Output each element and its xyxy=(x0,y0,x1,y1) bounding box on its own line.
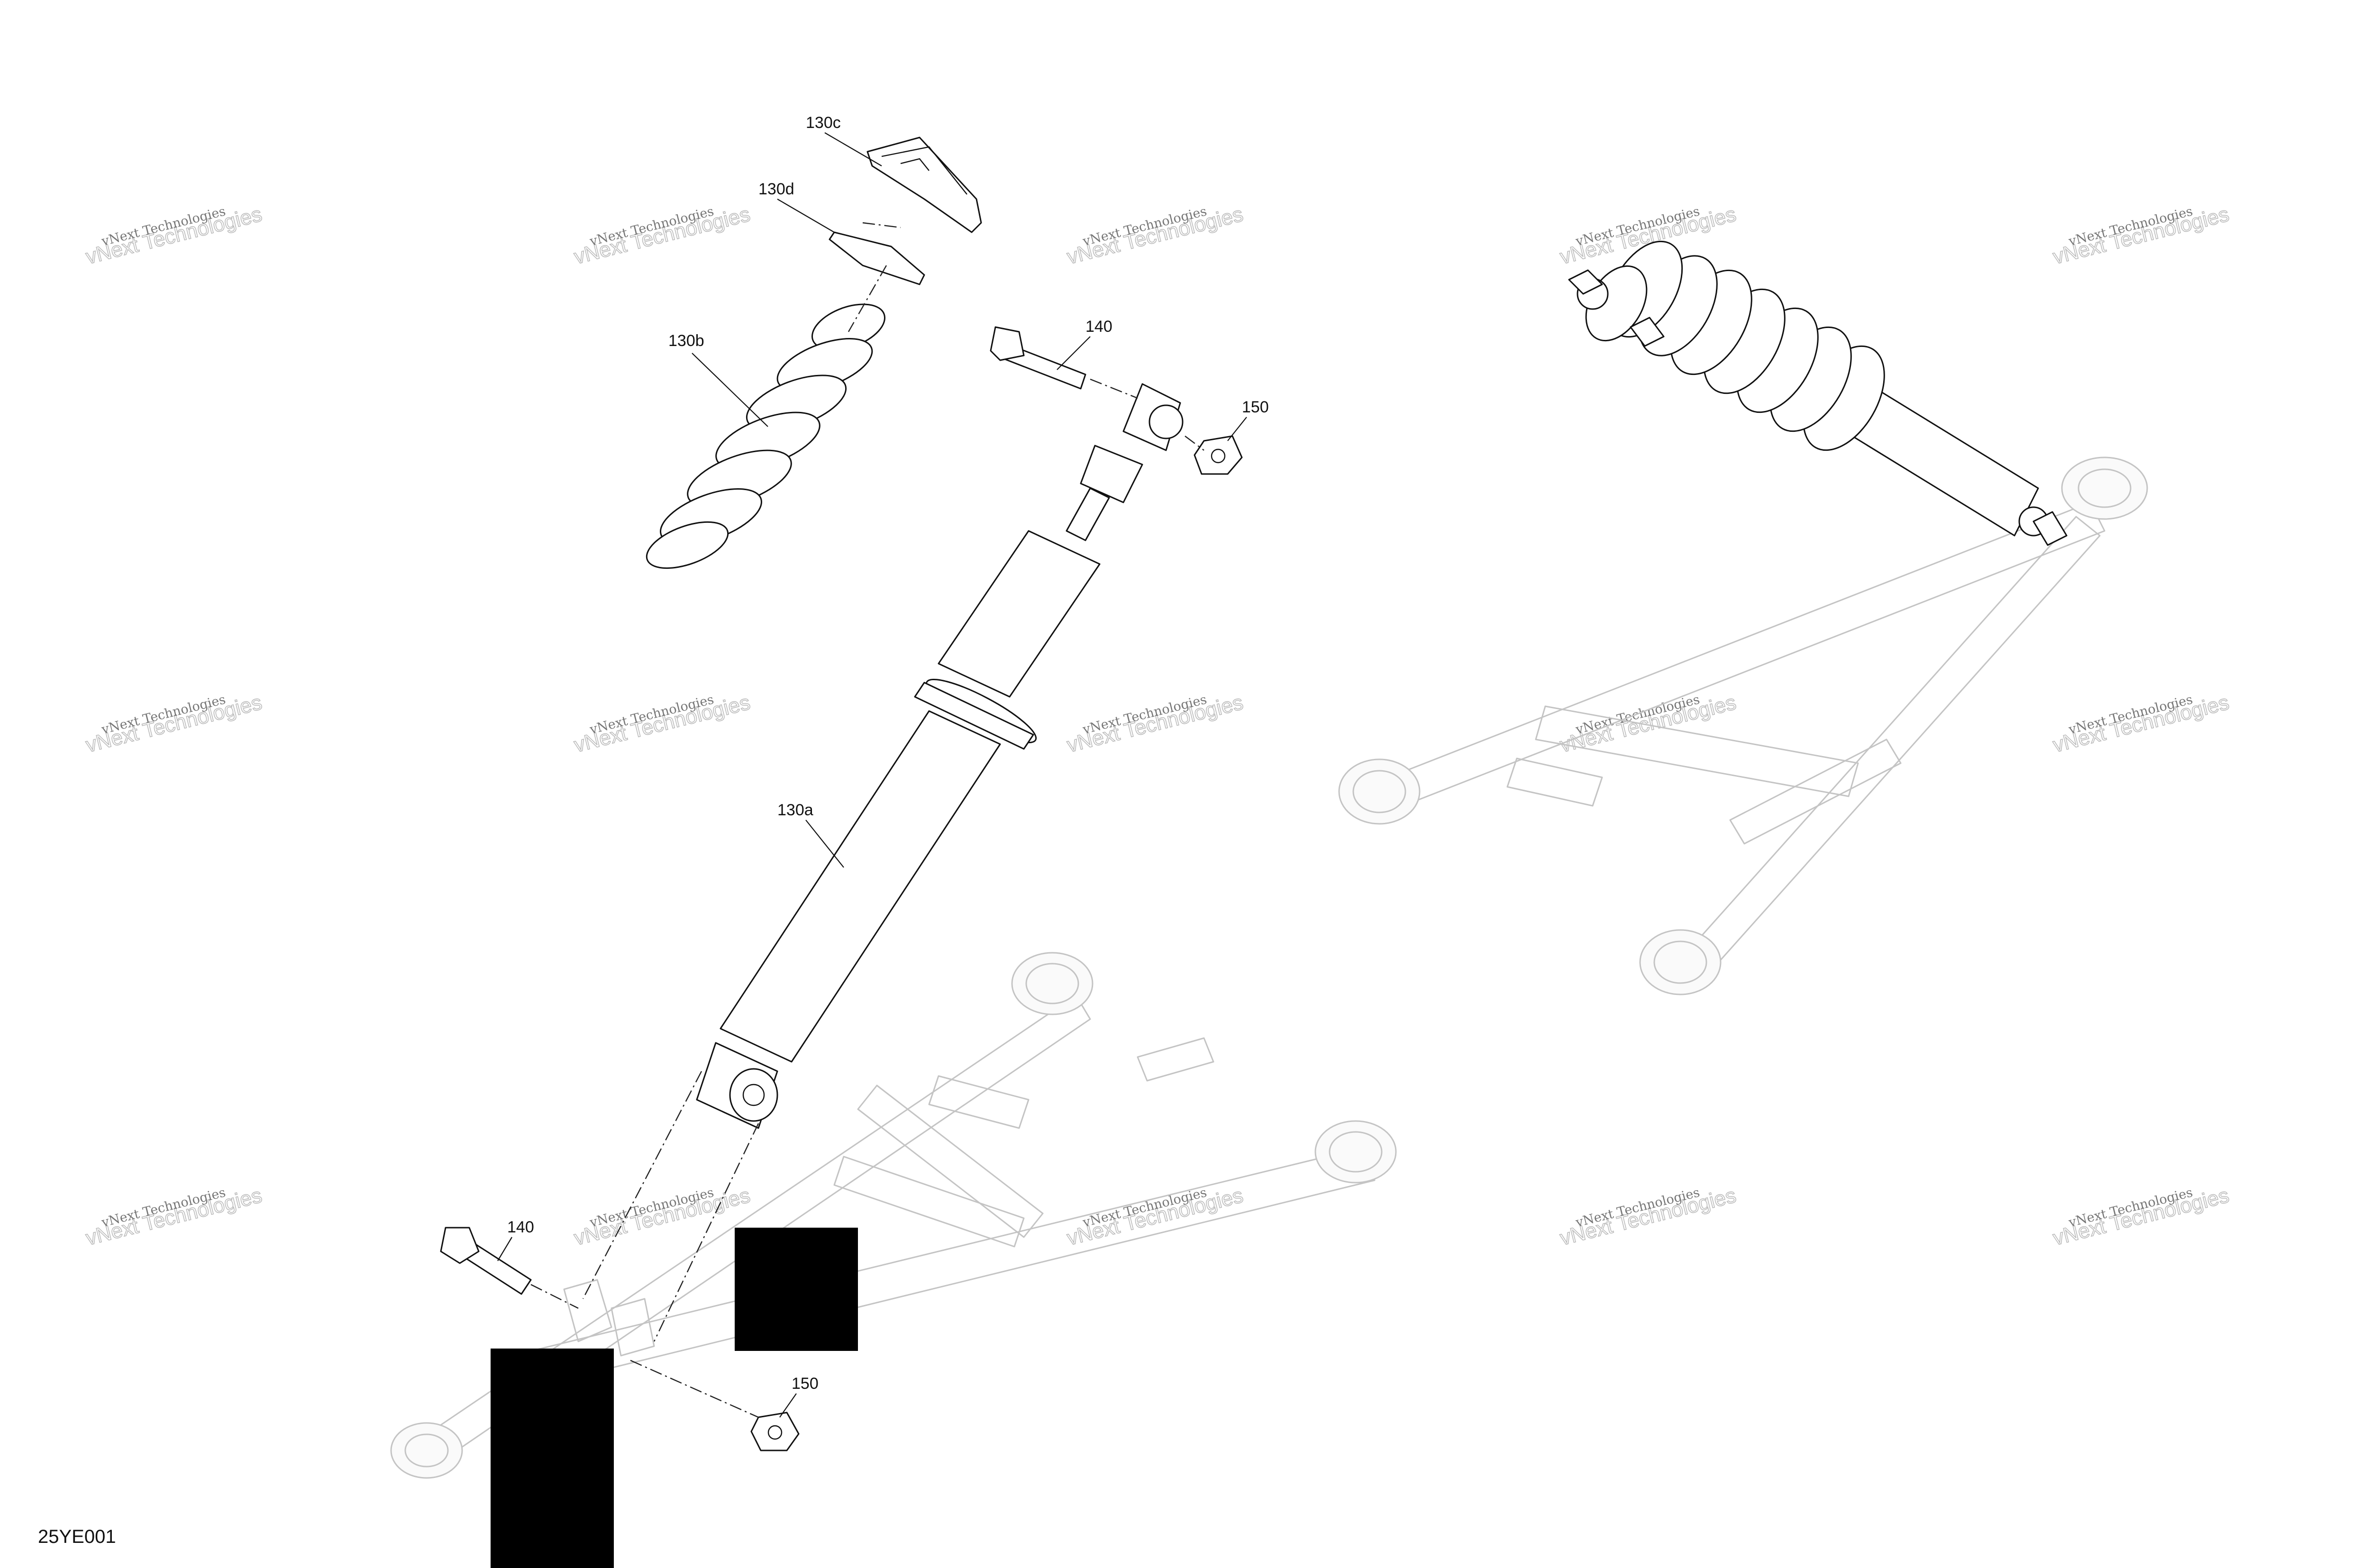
watermark: vNext Technologies vNext Technologies xyxy=(571,690,753,757)
redaction-block xyxy=(491,1349,614,1568)
watermark: vNext Technologies vNext Technologies xyxy=(1064,1183,1246,1250)
watermark: vNext Technologies vNext Technologies xyxy=(1557,690,1739,757)
watermark: vNext Technologies vNext Technologies xyxy=(2050,690,2232,757)
callout-140-bottom: 140 xyxy=(507,1218,534,1236)
callout-150-bottom: 150 xyxy=(792,1375,819,1393)
part-150-nut-top xyxy=(1194,435,1243,475)
redaction-block xyxy=(735,1228,858,1351)
a-arm-ghost-right xyxy=(1338,456,2148,995)
part-150-nut-bottom xyxy=(750,1412,800,1451)
watermark: vNext Technologies vNext Technologies xyxy=(83,1183,264,1250)
watermark: vNext Technologies vNext Technologies xyxy=(2050,202,2232,269)
watermark: vNext Technologies vNext Technologies xyxy=(1064,690,1246,757)
part-130a-shock-body xyxy=(696,487,1110,1129)
watermark: vNext Technologies vNext Technologies xyxy=(83,690,264,757)
part-130d-washer xyxy=(829,231,925,285)
callout-140-top: 140 xyxy=(1085,318,1112,336)
watermark: vNext Technologies vNext Technologies xyxy=(83,202,264,269)
callout-130d: 130d xyxy=(758,180,794,198)
watermark: vNext Technologies vNext Technologies xyxy=(571,202,753,269)
shock-upper-eye xyxy=(1080,383,1184,503)
part-130b-spring xyxy=(646,303,886,569)
callout-130a: 130a xyxy=(777,801,813,819)
assembly-lines xyxy=(530,222,1204,1418)
watermark: vNext Technologies vNext Technologies xyxy=(1557,1183,1739,1250)
callouts: 130c 130d 130b 140 150 130a 140 150 xyxy=(497,114,1269,1418)
watermark: vNext Technologies vNext Technologies xyxy=(571,1183,753,1250)
callout-150-top: 150 xyxy=(1242,398,1269,416)
figure-id: 25YE001 xyxy=(38,1526,116,1547)
watermark-layer: vNext Technologies vNext Technologies vN… xyxy=(83,202,2232,1250)
watermark: vNext Technologies vNext Technologies xyxy=(1064,202,1246,269)
part-130c-spring-seat xyxy=(866,137,982,233)
part-140-bolt-bottom xyxy=(440,1227,532,1295)
watermark: vNext Technologies vNext Technologies xyxy=(2050,1183,2232,1250)
callout-130c: 130c xyxy=(806,114,841,132)
assembled-shock-absorber xyxy=(1568,240,2068,546)
callout-130b: 130b xyxy=(668,332,704,350)
part-140-bolt-top xyxy=(990,326,1086,390)
